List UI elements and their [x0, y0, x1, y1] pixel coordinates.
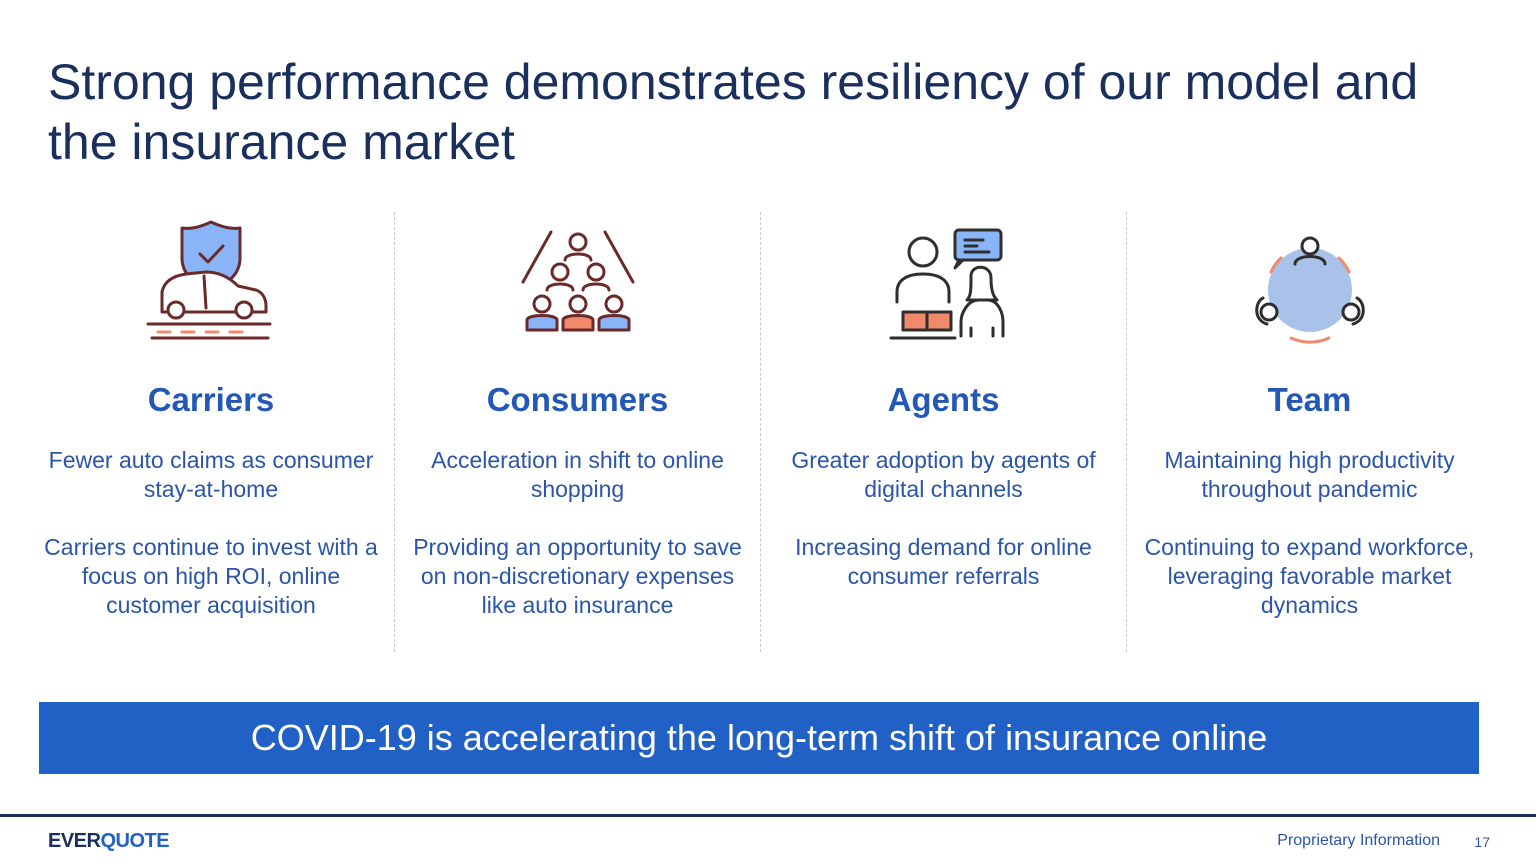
pillars-row: Carriers Fewer auto claims as consumer s…: [28, 212, 1492, 652]
agent-consultation-icon: [879, 216, 1009, 346]
footer-divider: [0, 814, 1536, 817]
people-pyramid-icon: [513, 216, 643, 346]
logo-text-quote: QUOTE: [100, 830, 170, 852]
key-message-banner: COVID-19 is accelerating the long-term s…: [39, 702, 1479, 774]
column-heading: Consumers: [486, 381, 669, 418]
column-paragraph-1: Fewer auto claims as consumer stay-at-ho…: [48, 447, 374, 502]
column-heading: Agents: [887, 381, 1000, 418]
car-shield-icon: [146, 216, 276, 346]
column-consumers: Consumers Acceleration in shift to onlin…: [394, 212, 760, 652]
column-paragraph-2: Carriers continue to invest with a focus…: [44, 534, 378, 618]
proprietary-label: Proprietary Information: [1277, 832, 1440, 849]
column-paragraph-2: Increasing demand for online consumer re…: [795, 534, 1092, 589]
column-paragraph-2: Continuing to expand workforce, leveragi…: [1144, 534, 1475, 618]
column-paragraph-2: Providing an opportunity to save on non-…: [413, 534, 742, 618]
column-team: Team Maintaining high productivity throu…: [1126, 212, 1492, 652]
page-title: Strong performance demonstrates resilien…: [48, 54, 1419, 170]
team-circle-icon: [1245, 216, 1375, 346]
column-heading: Team: [1267, 381, 1352, 418]
page-number: 17: [1474, 834, 1490, 850]
column-heading: Carriers: [147, 381, 275, 418]
everquote-logo: EVERQUOTE: [48, 830, 170, 852]
column-paragraph-1: Greater adoption by agents of digital ch…: [791, 447, 1096, 502]
column-agents: Agents Greater adoption by agents of dig…: [760, 212, 1126, 652]
column-paragraph-1: Acceleration in shift to online shopping: [431, 447, 724, 502]
logo-text-ever: EVER: [48, 830, 101, 852]
column-paragraph-1: Maintaining high productivity throughout…: [1164, 447, 1455, 502]
column-carriers: Carriers Fewer auto claims as consumer s…: [28, 212, 394, 652]
